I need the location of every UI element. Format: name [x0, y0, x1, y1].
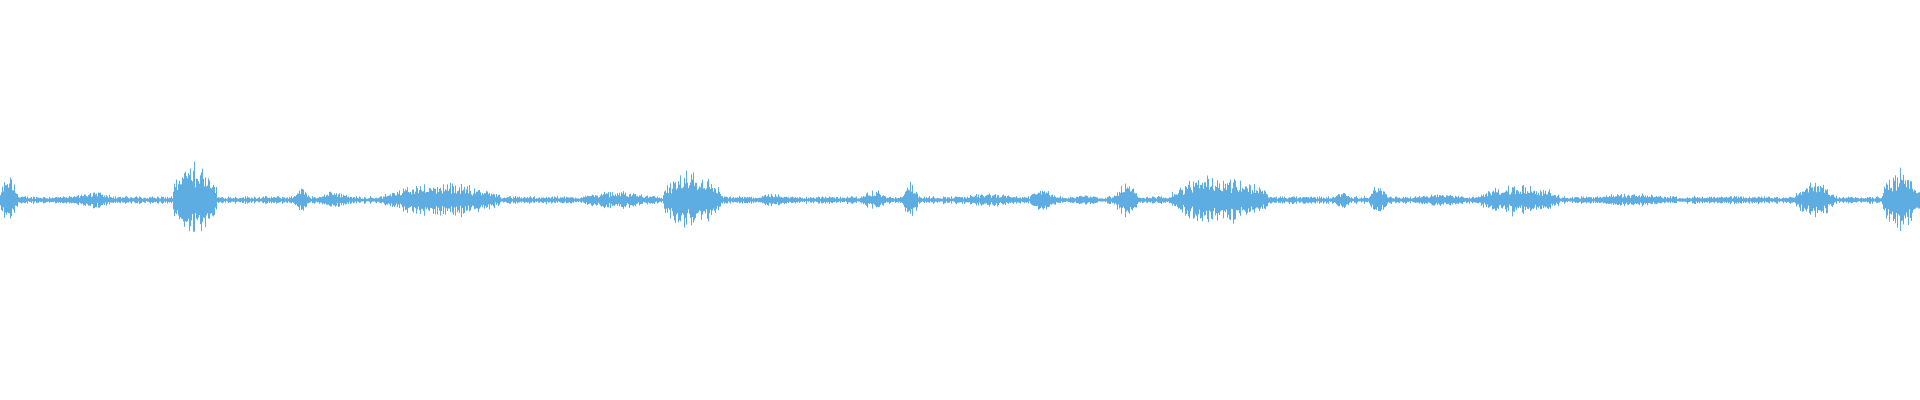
waveform-bars [0, 161, 1920, 232]
waveform-trace [0, 161, 1920, 232]
